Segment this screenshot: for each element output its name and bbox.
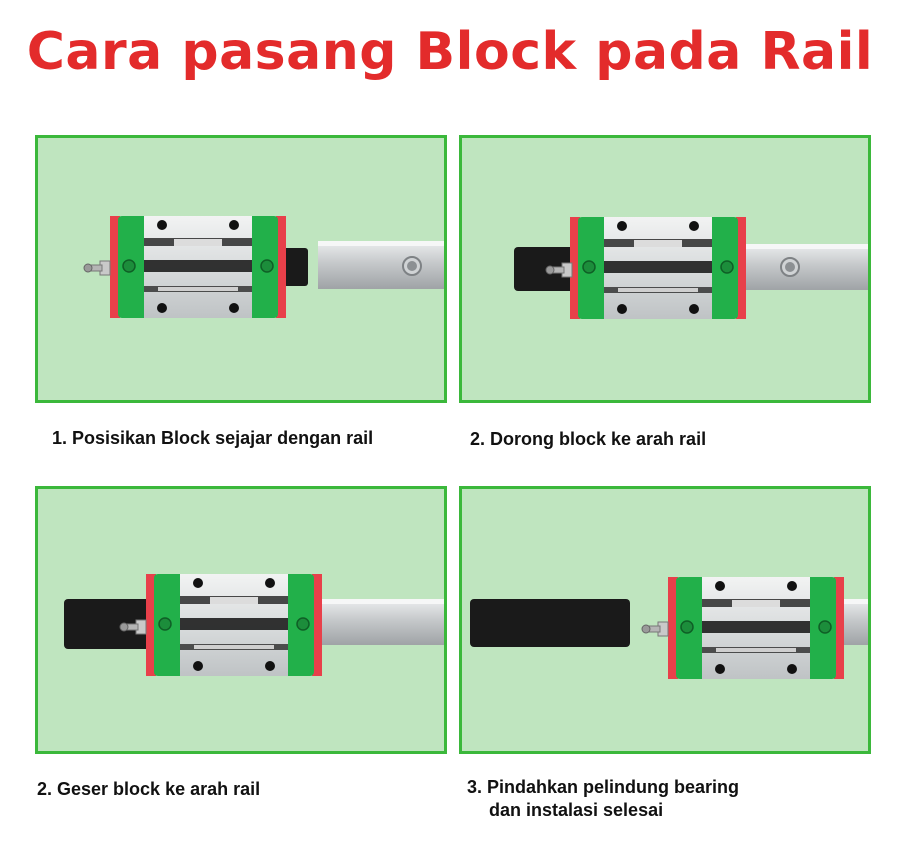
step4-caption-line1: 3. Pindahkan pelindung bearing — [467, 777, 740, 797]
step3-caption: 2. Geser block ke arah rail — [37, 779, 261, 799]
step1-caption: 1. Posisikan Block sejajar dengan rail — [52, 428, 374, 448]
page-title: Cara pasang Block pada Rail — [26, 22, 874, 82]
step4-caption-line2: dan instalasi selesai — [489, 800, 664, 820]
step4-image — [459, 486, 871, 754]
step1-image — [35, 135, 447, 403]
step2-image — [459, 135, 871, 403]
step2-caption: 2. Dorong block ke arah rail — [470, 429, 707, 449]
step3-image — [35, 486, 447, 754]
